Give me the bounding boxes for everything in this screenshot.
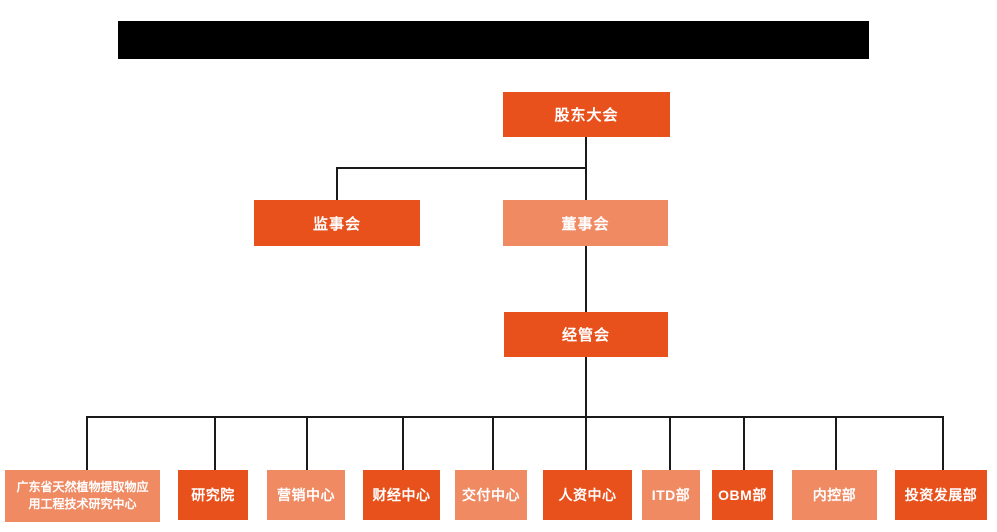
node-management-committee: 经管会 <box>504 312 668 357</box>
connector-dept-drop <box>402 416 404 470</box>
node-dept-investment-development: 投资发展部 <box>895 470 987 520</box>
connector-board-to-management <box>585 246 587 312</box>
node-board-of-directors: 董事会 <box>503 200 668 246</box>
node-dept-obm: OBM部 <box>712 470 773 520</box>
node-shareholders-meeting: 股东大会 <box>503 92 670 137</box>
node-dept-hr-center: 人资中心 <box>543 470 632 520</box>
connector-departments-horizontal <box>86 416 944 418</box>
node-dept-itd: ITD部 <box>642 470 700 520</box>
connector-dept-drop <box>306 416 308 470</box>
connector-dept-drop <box>492 416 494 470</box>
node-dept-internal-control: 内控部 <box>792 470 877 520</box>
redacted-title-bar <box>118 21 869 59</box>
node-dept-delivery-center: 交付中心 <box>455 470 527 520</box>
connector-dept-drop <box>86 416 88 470</box>
connector-dept-drop <box>835 416 837 470</box>
node-supervisory-board: 监事会 <box>254 200 420 246</box>
connector-dept-drop <box>214 416 216 470</box>
connector-dept-drop <box>669 416 671 470</box>
connector-management-drop <box>585 357 587 416</box>
connector-level2-horizontal <box>336 167 587 169</box>
connector-dept-drop <box>743 416 745 470</box>
connector-dept-drop <box>585 416 587 470</box>
node-dept-research-center: 广东省天然植物提取物应 用工程技术研究中心 <box>5 470 160 522</box>
node-dept-research-institute: 研究院 <box>178 470 248 520</box>
node-dept-marketing-center: 营销中心 <box>267 470 345 520</box>
node-dept-finance-center: 财经中心 <box>363 470 440 520</box>
connector-supervisory-drop <box>336 167 338 200</box>
connector-dept-drop <box>942 416 944 470</box>
